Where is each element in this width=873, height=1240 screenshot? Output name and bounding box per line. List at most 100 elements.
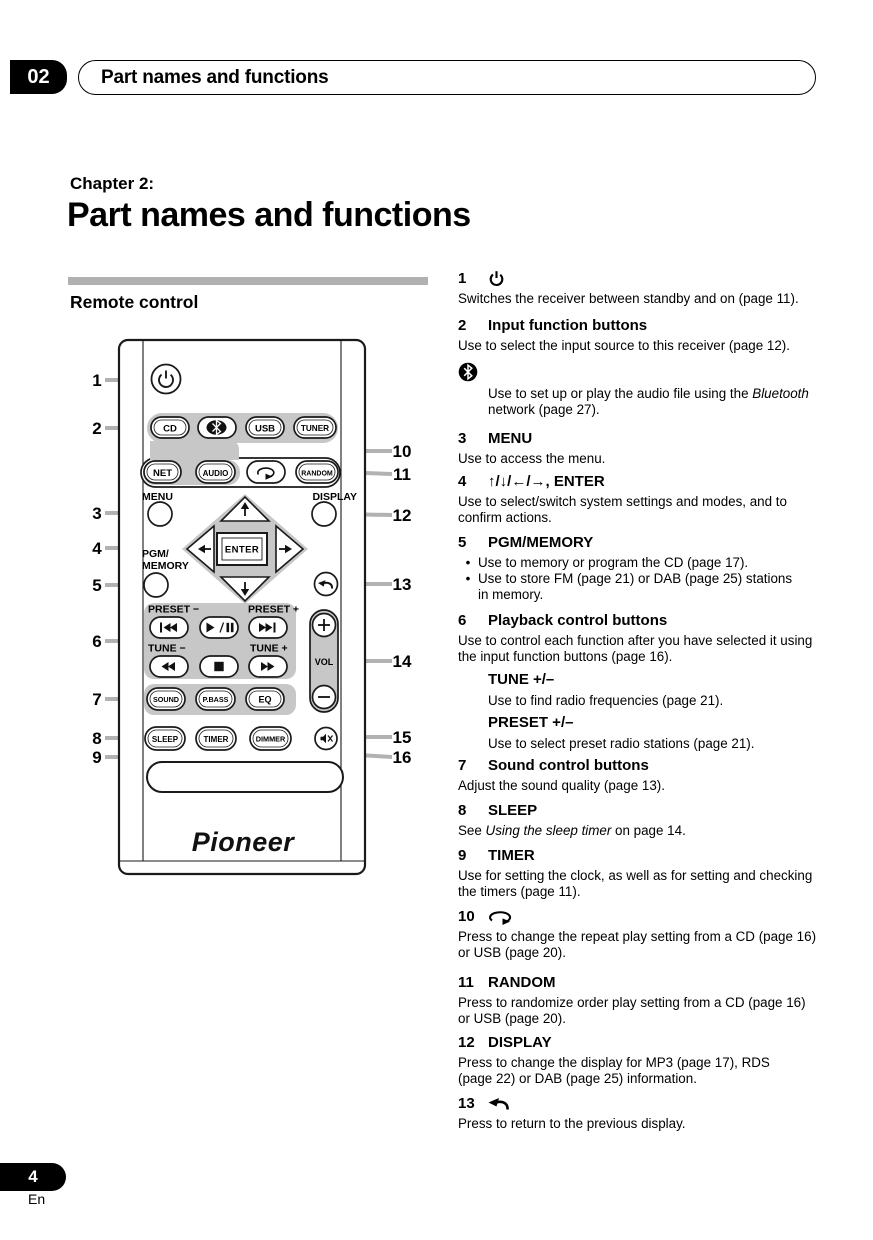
fast-forward-icon [261, 662, 275, 671]
bluetooth-icon [212, 419, 222, 436]
item-5: 5 PGM/MEMORY • Use to memory or program … [458, 534, 870, 602]
preset-minus-label: PRESET − [148, 604, 199, 616]
section-bar [68, 277, 428, 285]
svg-text:1: 1 [92, 371, 101, 390]
svg-text:EQ: EQ [258, 695, 271, 705]
svg-text:5: 5 [92, 576, 101, 595]
previous-track-button [149, 616, 189, 639]
callout-numbers: 1 2 3 4 5 6 7 8 9 10 11 12 13 14 15 16 [92, 371, 412, 767]
item-6: 6 Playback control buttons Use to contro… [458, 612, 813, 752]
item-12: 12 DISPLAY Press to change the display f… [458, 1034, 770, 1086]
input-function-buttons: CD USB TUNER NET [140, 413, 341, 488]
stop-icon [214, 661, 224, 672]
svg-text:15: 15 [393, 728, 412, 747]
repeat-button [246, 460, 286, 484]
direction-pad: ENTER [182, 494, 308, 604]
menu-button [147, 501, 173, 527]
item-11: 11 RANDOM Press to randomize order play … [458, 974, 806, 1026]
svg-text:12: 12 [393, 506, 412, 525]
svg-text:ENTER: ENTER [225, 545, 259, 556]
stop-button [199, 655, 239, 678]
item-7: 7 Sound control buttons Adjust the sound… [458, 757, 665, 793]
page-number-badge: 4 [0, 1163, 66, 1191]
cd-button: CD [150, 416, 190, 439]
random-button: RANDOM [295, 460, 339, 484]
item-2: 2 Input function buttons Use to select t… [458, 317, 809, 417]
svg-text:USB: USB [255, 424, 275, 435]
svg-text:4: 4 [92, 539, 102, 558]
svg-text:NET: NET [153, 468, 172, 479]
svg-text:2: 2 [92, 419, 101, 438]
volume-control: VOL [309, 609, 339, 713]
timer-button: TIMER [195, 726, 237, 751]
svg-text:CD: CD [163, 424, 177, 435]
mute-button [314, 726, 338, 751]
power-icon [489, 271, 504, 287]
svg-text:9: 9 [92, 748, 101, 767]
usb-button: USB [245, 416, 285, 439]
item-9: 9 TIMER Use for setting the clock, as we… [458, 847, 813, 899]
pbass-button: P.BASS [195, 687, 236, 711]
svg-text:P.BASS: P.BASS [203, 695, 229, 704]
fast-forward-button [248, 655, 288, 678]
power-icon [158, 370, 174, 388]
bullet: • Use to memory or program the CD (page … [465, 555, 749, 570]
display-label: DISPLAY [312, 491, 357, 503]
svg-text:SLEEP: SLEEP [152, 735, 179, 744]
return-button [313, 571, 339, 597]
play-pause-icon [206, 622, 234, 633]
svg-text:11: 11 [393, 465, 411, 484]
rewind-button [149, 655, 189, 678]
remote-control-diagram: CD USB TUNER NET [92, 338, 412, 876]
preset-plus-label: PRESET + [248, 604, 299, 616]
plus-icon [318, 619, 330, 631]
svg-text:6: 6 [92, 632, 101, 651]
svg-text:TUNER: TUNER [301, 424, 329, 433]
enter-button: ENTER [216, 532, 268, 566]
svg-text:3: 3 [92, 504, 101, 523]
svg-text:13: 13 [393, 575, 412, 594]
page-header-box: Part names and functions [78, 60, 816, 95]
svg-text:8: 8 [92, 729, 101, 748]
sound-button: SOUND [146, 687, 186, 711]
pgm-memory-label: PGM/ [142, 548, 169, 560]
next-track-icon [259, 622, 276, 633]
mute-icon [320, 733, 333, 744]
item-3: 3 MENU Use to access the menu. [458, 430, 606, 466]
playback-control-buttons: PRESET − PRESET + [144, 603, 299, 679]
svg-text:SOUND: SOUND [153, 695, 179, 704]
chapter-title: Part names and functions [67, 196, 471, 234]
svg-text:RANDOM: RANDOM [301, 471, 333, 478]
bluetooth-icon [458, 362, 478, 382]
svg-text:14: 14 [393, 652, 412, 671]
rewind-icon [161, 662, 175, 671]
repeat-icon [257, 467, 275, 480]
display-button [311, 501, 337, 527]
svg-text:16: 16 [393, 748, 412, 767]
audio-button: AUDIO [195, 460, 236, 484]
page-header-title: Part names and functions [101, 66, 329, 88]
long-blank-button [146, 761, 344, 793]
dpad-arrow-icons [198, 502, 292, 596]
svg-text:TIMER: TIMER [204, 735, 229, 744]
bluetooth-button [197, 416, 237, 439]
net-button: NET [143, 460, 182, 484]
brand-logo: Pioneer [192, 827, 296, 857]
previous-track-icon [160, 622, 177, 633]
tuner-button: TUNER [293, 416, 337, 439]
item-8: 8 SLEEP See Using the sleep timer on pag… [458, 802, 686, 838]
svg-text:AUDIO: AUDIO [203, 469, 229, 478]
item-1: 1 Switches the receiver between standby … [458, 270, 799, 306]
svg-text:10: 10 [393, 442, 412, 461]
eq-button: EQ [245, 687, 285, 711]
item-4: 4 ↑/↓/←/→, ENTER Use to select/switch sy… [458, 473, 787, 525]
play-pause-button [199, 616, 239, 639]
return-icon [488, 1098, 509, 1110]
chapter-number-badge: 02 [10, 60, 67, 94]
tune-minus-label: TUNE − [148, 643, 186, 655]
svg-text:7: 7 [92, 690, 101, 709]
return-icon [318, 580, 334, 589]
bullet: • Use to store FM (page 21) or DAB (page… [465, 570, 793, 602]
svg-text:DIMMER: DIMMER [256, 735, 286, 744]
dimmer-button: DIMMER [249, 726, 292, 751]
